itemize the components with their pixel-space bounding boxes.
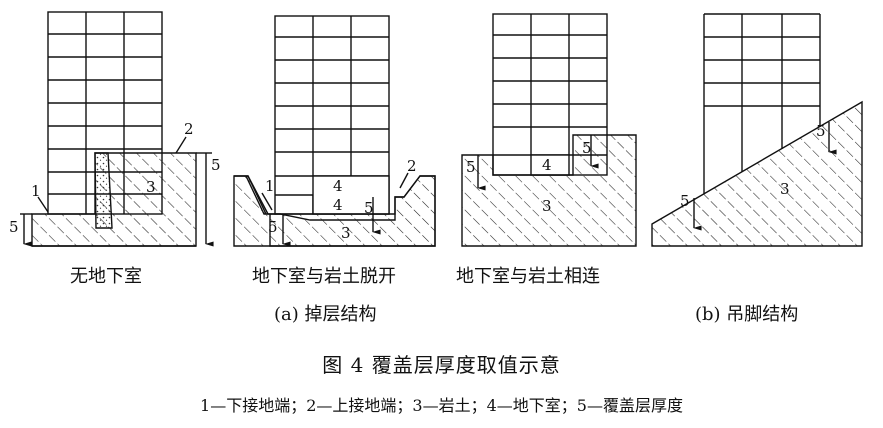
marker-2: 2 bbox=[407, 157, 417, 175]
subcaption-no-basement: 无地下室 bbox=[70, 266, 142, 287]
diagram-basement-connected bbox=[461, 13, 637, 247]
marker-5: 5 bbox=[211, 156, 221, 174]
marker-5: 5 bbox=[680, 192, 690, 210]
diagram-stilt-structure bbox=[651, 13, 863, 247]
soil-hatch bbox=[461, 134, 637, 247]
soil-slope-hatch bbox=[651, 100, 863, 247]
basement bbox=[312, 175, 390, 215]
diagram-no-basement bbox=[20, 11, 214, 247]
diagram-basement-separated bbox=[233, 15, 436, 247]
group-label-b: (b) 吊脚结构 bbox=[695, 304, 799, 325]
marker-5: 5 bbox=[268, 218, 278, 236]
figure-diagram: 1 2 3 5 5 bbox=[9, 11, 863, 247]
figure-legend: 1—下接地端；2—上接地端；3—岩土；4—地下室；5—覆盖层厚度 bbox=[200, 396, 683, 415]
marker-4: 4 bbox=[542, 156, 552, 174]
marker-4: 4 bbox=[333, 177, 343, 195]
marker-4: 4 bbox=[333, 196, 343, 214]
figure-title: 图 4 覆盖层厚度取值示意 bbox=[322, 353, 561, 377]
marker-3: 3 bbox=[780, 180, 790, 198]
marker-5: 5 bbox=[364, 199, 374, 217]
marker-5: 5 bbox=[9, 218, 19, 236]
marker-3: 3 bbox=[542, 197, 552, 215]
subcaption-basement-connected: 地下室与岩土相连 bbox=[456, 266, 600, 287]
marker-5: 5 bbox=[816, 122, 826, 140]
marker-2: 2 bbox=[184, 120, 194, 138]
marker-3: 3 bbox=[341, 224, 351, 242]
marker-1: 1 bbox=[265, 177, 275, 195]
marker-5: 5 bbox=[582, 139, 592, 157]
marker-3: 3 bbox=[146, 178, 156, 196]
marker-5: 5 bbox=[466, 158, 476, 176]
backfill-wedge bbox=[94, 152, 113, 229]
marker-1: 1 bbox=[31, 182, 41, 200]
building-grid bbox=[703, 13, 821, 194]
subcaption-basement-separated: 地下室与岩土脱开 bbox=[252, 266, 396, 287]
group-label-a: (a) 掉层结构 bbox=[274, 304, 377, 325]
